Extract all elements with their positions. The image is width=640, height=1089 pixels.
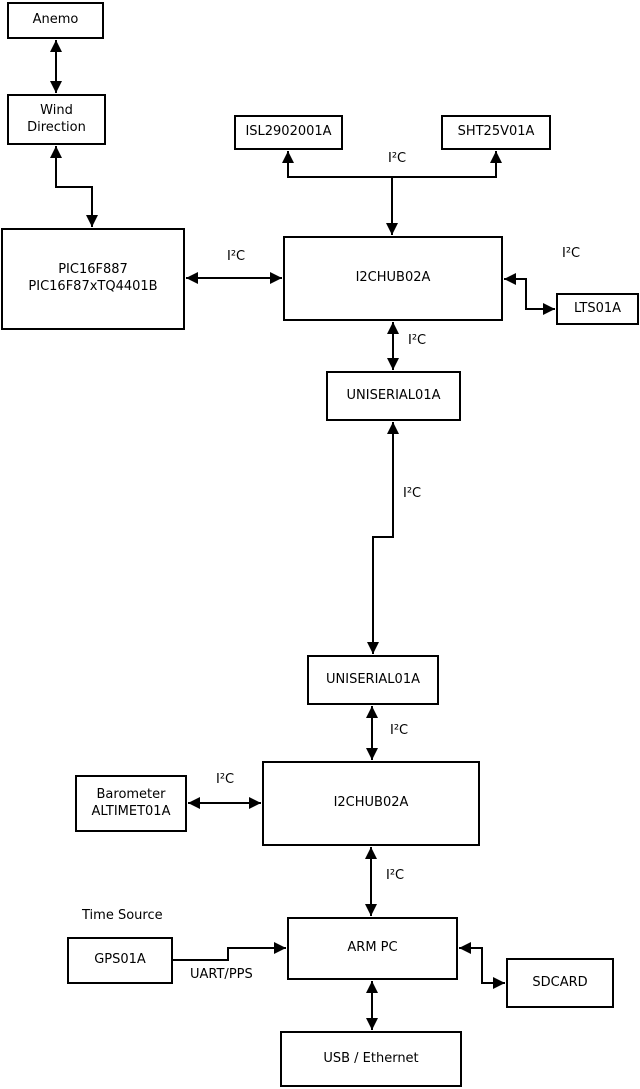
box-lts01a: LTS01A [556, 293, 639, 325]
label-i2c-trunk: I²C [403, 486, 422, 501]
label-i2c-uniserial-hub: I²C [390, 723, 409, 738]
connector-isl-sht-branch [282, 151, 502, 178]
box-gps01a: GPS01A [67, 937, 173, 984]
box-uniserial01a-bottom-label: UNISERIAL01A [326, 671, 420, 687]
label-i2c-pic-hub: I²C [227, 249, 246, 264]
box-usb-ethernet-label: USB / Ethernet [323, 1050, 419, 1066]
box-lts01a-label: LTS01A [573, 300, 622, 316]
box-gps01a-label: GPS01A [94, 952, 146, 968]
connector-gps-armpc [173, 942, 286, 961]
connector-uniserial-uniserial [367, 422, 399, 654]
label-i2c-hub-arm: I²C [386, 868, 405, 883]
box-wind-direction-label: Wind Direction [27, 102, 86, 135]
box-usb-ethernet: USB / Ethernet [280, 1031, 462, 1087]
label-i2c-hub-uniserial: I²C [408, 333, 427, 348]
label-time-source: Time Source [82, 908, 163, 923]
box-arm-pc: ARM PC [287, 917, 458, 980]
box-barometer-altimet01a-label: Barometer ALTIMET01A [91, 786, 171, 819]
box-pic16f887: PIC16F887 PIC16F87xTQ4401B [1, 228, 185, 330]
box-wind-direction: Wind Direction [7, 94, 106, 145]
box-i2chub02a-bottom-label: I2CHUB02A [333, 795, 409, 811]
label-i2c-lts: I²C [562, 246, 581, 261]
box-i2chub02a-top-label: I2CHUB02A [355, 270, 431, 286]
box-arm-pc-label: ARM PC [347, 940, 398, 956]
box-i2chub02a-bottom: I2CHUB02A [262, 761, 480, 846]
box-uniserial01a-top-label: UNISERIAL01A [346, 387, 441, 403]
connector-winddirection-pic [50, 146, 98, 227]
connector-armpc-sdcard [459, 942, 505, 989]
box-anemo-label: Anemo [32, 12, 79, 28]
box-sht25v01a-label: SHT25V01A [457, 124, 535, 140]
box-uniserial01a-top: UNISERIAL01A [326, 371, 461, 421]
box-sdcard-label: SDCARD [532, 974, 588, 990]
box-sht25v01a: SHT25V01A [441, 115, 551, 150]
box-barometer-altimet01a: Barometer ALTIMET01A [75, 775, 187, 832]
box-isl2902001a-label: ISL2902001A [245, 124, 332, 140]
box-anemo: Anemo [7, 2, 104, 39]
label-i2c-barometer: I²C [216, 772, 235, 787]
connector-i2chub-lts [504, 273, 555, 315]
label-i2c-sensors: I²C [388, 151, 407, 166]
box-i2chub02a-top: I2CHUB02A [283, 236, 503, 321]
label-uart-pps: UART/PPS [190, 967, 253, 982]
box-isl2902001a: ISL2902001A [234, 115, 343, 150]
box-pic16f887-label: PIC16F887 PIC16F87xTQ4401B [28, 262, 158, 294]
box-sdcard: SDCARD [506, 958, 614, 1008]
box-uniserial01a-bottom: UNISERIAL01A [307, 655, 439, 705]
